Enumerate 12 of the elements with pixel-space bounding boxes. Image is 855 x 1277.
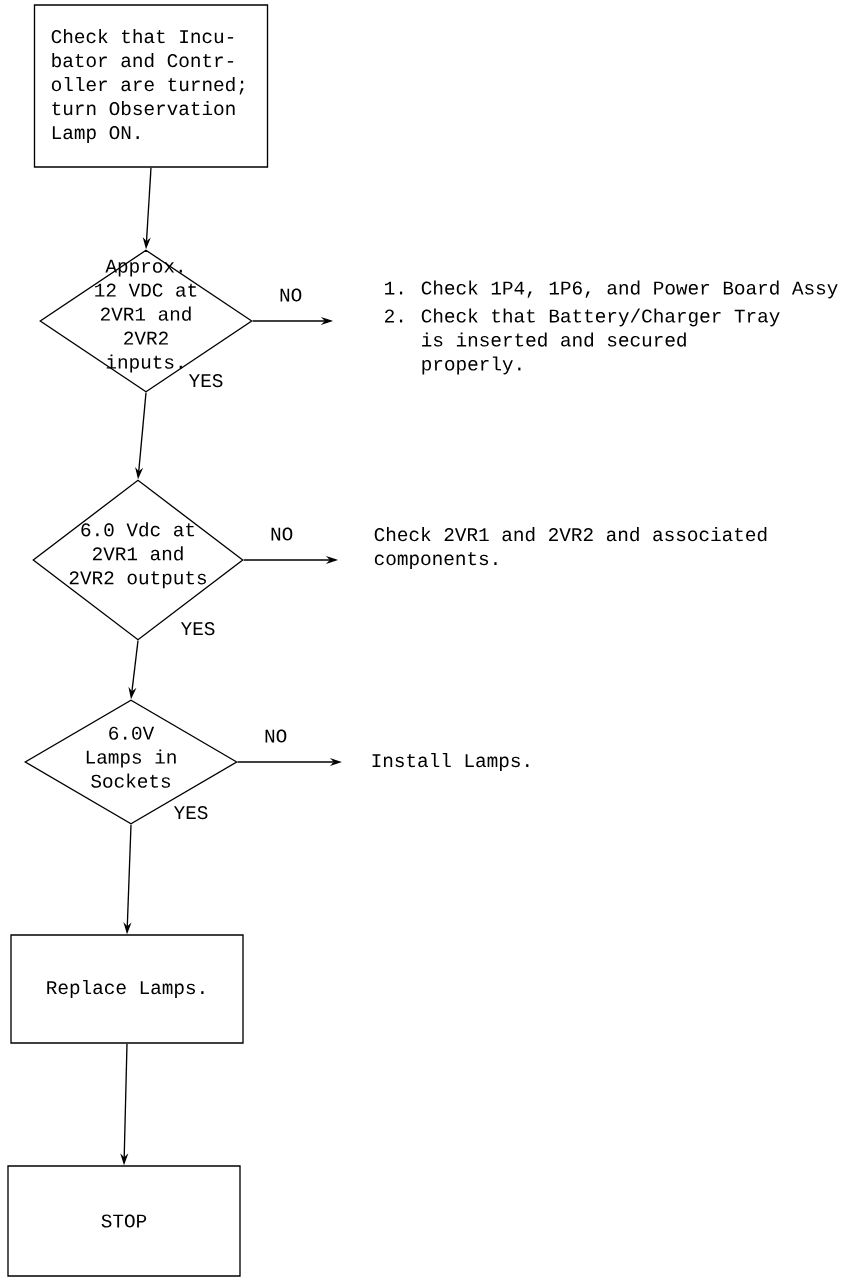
process-box: STOP — [7, 1165, 241, 1277]
instruction-text: Install Lamps. — [372, 753, 529, 771]
instruction-text: Check 2VR1 and 2VR2 and associated components. — [374, 527, 767, 569]
edge-label: YES — [172, 804, 210, 821]
process-box: Replace Lamps. — [10, 934, 244, 1044]
instruction-list: 1. Check 1P4, 1P6, and Power Board Assy 2. Check that Battery/Charger Tray is inserted and secured properly. — [385, 280, 838, 375]
process-box: Check that Incu- bator and Contr- oller are turned; turn Observation Lamp ON. — [33, 4, 269, 168]
edge-label: YES — [187, 372, 225, 389]
edge-label: NO — [277, 287, 304, 303]
edge-label: YES — [179, 620, 217, 637]
edge-label: NO — [268, 526, 295, 542]
edge-label: NO — [262, 728, 289, 744]
